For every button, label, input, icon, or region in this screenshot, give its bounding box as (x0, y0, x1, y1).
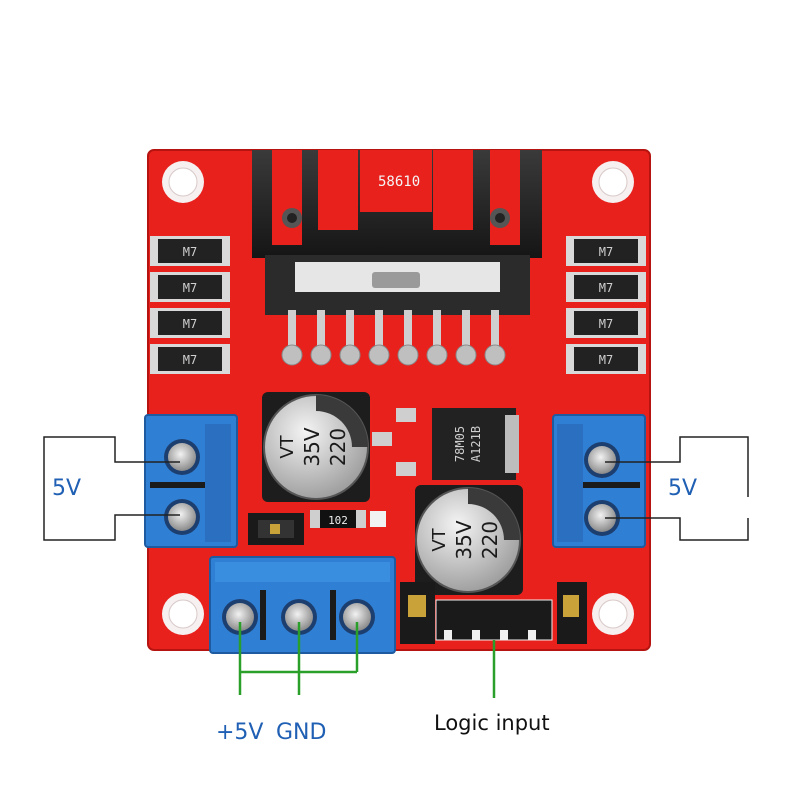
regulator-line2: A121B (469, 426, 483, 462)
header-pin (500, 630, 508, 640)
ic-pin (433, 310, 441, 350)
logic-input-label: Logic input (434, 711, 550, 735)
diode-body (158, 275, 222, 299)
power-plus-label: +5V (216, 720, 264, 745)
capacitor-1: VT 35V 220 (262, 392, 370, 502)
ic-pin-pad (310, 344, 332, 366)
power-leads (238, 622, 359, 695)
left-motor-voltage-label: 5V (52, 476, 82, 501)
terminal-left (144, 414, 238, 548)
heatsink-code: 58610 (378, 174, 420, 190)
ic-pin (491, 310, 499, 350)
diode-label: M7 (599, 353, 613, 367)
diode-label: M7 (599, 317, 613, 331)
regulator-line1: 78M05 (453, 426, 467, 462)
ic-pin-pad (281, 344, 303, 366)
diode-body (574, 275, 638, 299)
capacitor-2-brand: VT (429, 527, 450, 551)
diode-label: M7 (183, 281, 197, 295)
ic-pin (288, 310, 296, 350)
driver-ic-pins (281, 310, 506, 366)
right-motor-voltage-label: 5V (668, 476, 698, 501)
diode-body (158, 239, 222, 263)
terminal-right (552, 414, 646, 548)
ic-pin-pad (426, 344, 448, 366)
diode-label: M7 (599, 281, 613, 295)
power-gnd-label: GND (276, 720, 327, 745)
ic-pin (404, 310, 412, 350)
diode-label: M7 (183, 317, 197, 331)
ic-pin-pad (484, 344, 506, 366)
header-pin (444, 630, 452, 640)
diode-body (574, 239, 638, 263)
diode-body (158, 347, 222, 371)
motor-right-bracket (605, 436, 749, 541)
diode-label: M7 (183, 245, 197, 259)
ic-pin-pad (397, 344, 419, 366)
capacitor-2-voltage: 35V (452, 520, 476, 559)
diode-body (574, 347, 638, 371)
motor-left-bracket (43, 436, 180, 541)
capacitor-1-brand: VT (277, 434, 298, 458)
ic-pin-pad (339, 344, 361, 366)
jumper-5v (248, 513, 304, 545)
capacitor-1-value: 220 (326, 428, 350, 466)
mounting-holes (162, 161, 634, 635)
resistor: 102 (310, 510, 386, 528)
driver-ic (265, 255, 530, 315)
capacitor-1-voltage: 35V (300, 427, 324, 466)
ic-pin (317, 310, 325, 350)
diode-body (574, 311, 638, 335)
resistor-code: 102 (328, 514, 348, 527)
logic-header-pins (444, 630, 536, 640)
ic-pin (375, 310, 383, 350)
diode-body (158, 311, 222, 335)
ic-pin-pad (368, 344, 390, 366)
ic-pin (346, 310, 354, 350)
heatsink (252, 150, 542, 258)
ic-pin-pad (455, 344, 477, 366)
diode-label: M7 (599, 245, 613, 259)
voltage-regulator: 78M05 A121B (432, 408, 519, 480)
header-pin (472, 630, 480, 640)
capacitor-2: VT 35V 220 (415, 485, 523, 595)
header-pin (528, 630, 536, 640)
ic-pin (462, 310, 470, 350)
capacitor-2-value: 220 (478, 521, 502, 559)
terminal-power (209, 556, 396, 654)
diode-label: M7 (183, 353, 197, 367)
